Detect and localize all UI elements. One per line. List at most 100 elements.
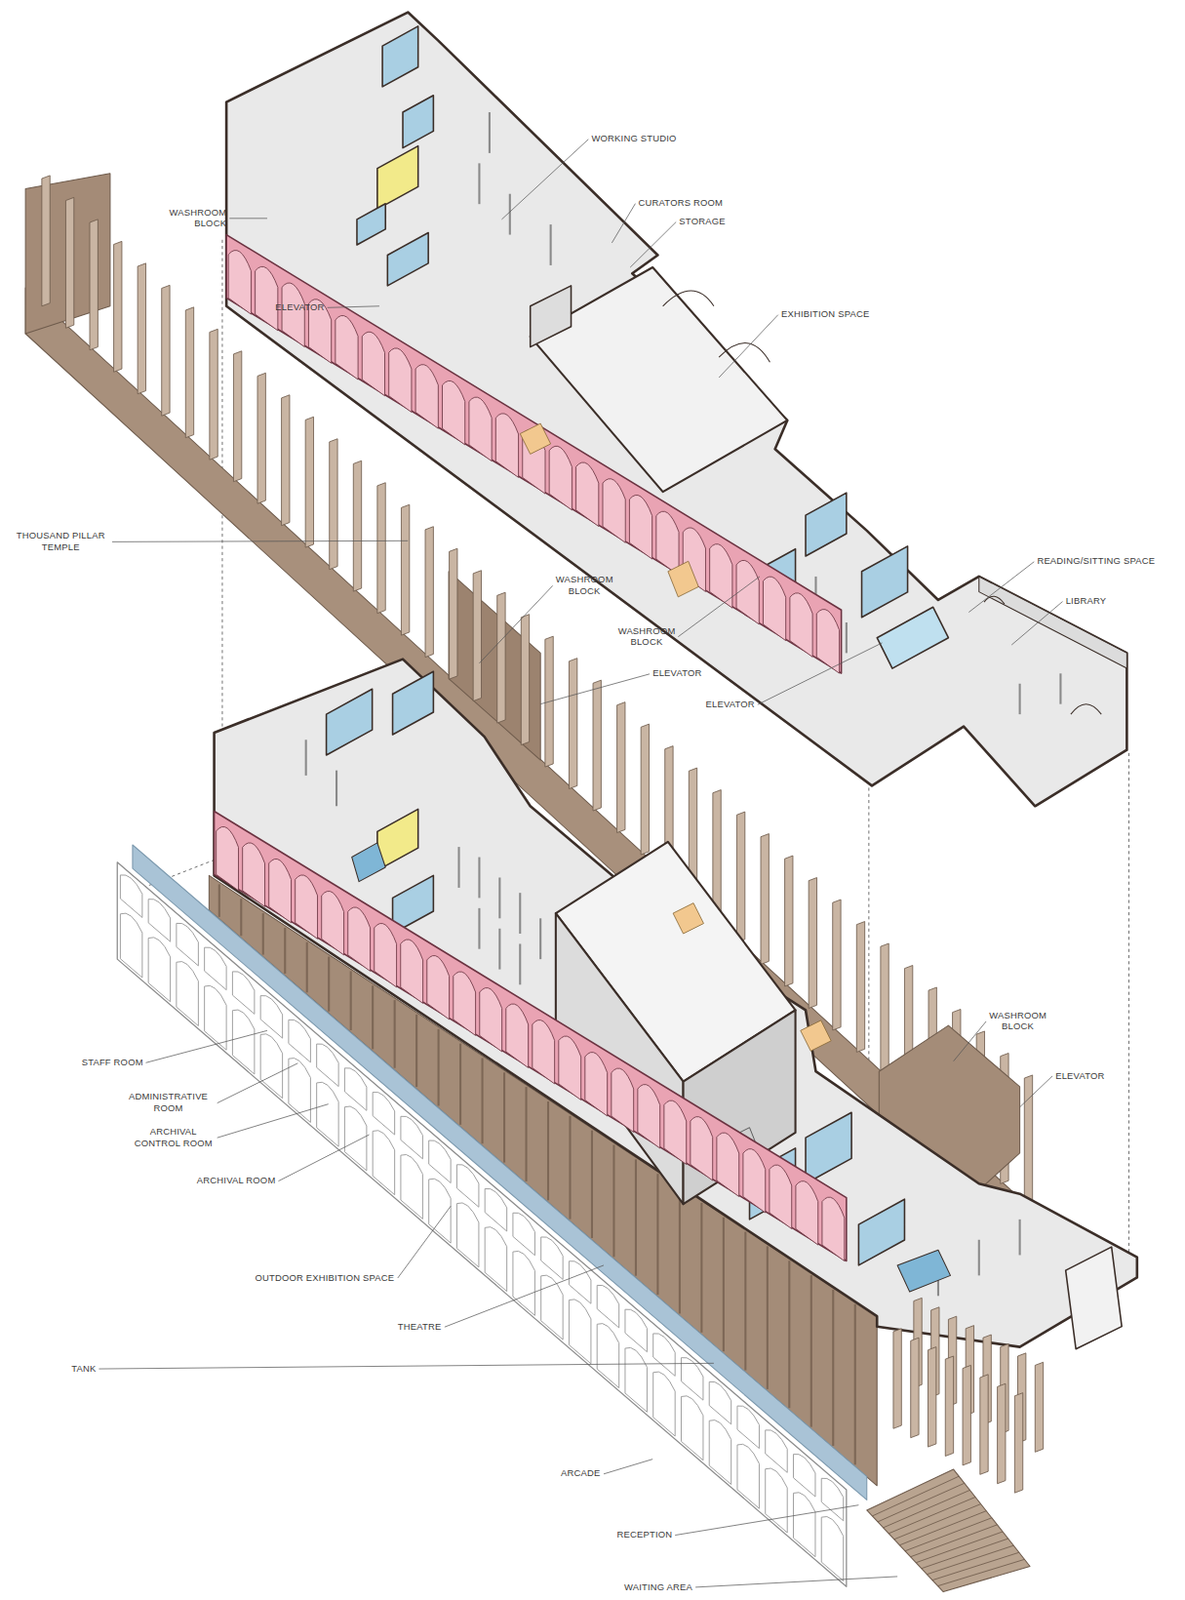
stair-step bbox=[932, 1551, 1020, 1580]
leader-line bbox=[217, 1104, 329, 1139]
arcade-arch bbox=[204, 947, 227, 990]
leader-line bbox=[677, 576, 760, 637]
leader-line bbox=[98, 1362, 713, 1369]
ground-arch-band-arch bbox=[690, 1116, 713, 1181]
upper-arch-band-arch bbox=[576, 462, 599, 527]
plinth-pier bbox=[481, 1057, 484, 1144]
ground-arch-band-arch bbox=[321, 890, 345, 954]
temple-pillar bbox=[808, 877, 817, 1009]
callout-label: WAITING AREA bbox=[624, 1580, 693, 1593]
arcade-arch bbox=[176, 922, 198, 966]
leader-line bbox=[217, 1063, 299, 1104]
column bbox=[550, 224, 553, 266]
arcade-arch bbox=[372, 1130, 395, 1195]
column bbox=[518, 943, 521, 985]
leader-line bbox=[718, 315, 779, 378]
plinth-pier bbox=[283, 927, 286, 974]
temple-pillar bbox=[1034, 1361, 1043, 1452]
ground-arch-band-arch bbox=[216, 826, 239, 890]
ground-arch-band-arch bbox=[716, 1132, 740, 1196]
plinth-pier bbox=[568, 1115, 571, 1220]
arcade-arch bbox=[260, 1033, 282, 1099]
temple-pillar bbox=[161, 284, 170, 416]
column bbox=[335, 770, 338, 807]
upper-arch-band-arch bbox=[415, 364, 438, 430]
stair-step bbox=[894, 1503, 982, 1540]
washroom bbox=[805, 1111, 852, 1184]
temple-pillar bbox=[41, 175, 50, 307]
upper-arch-band-arch bbox=[736, 559, 759, 625]
callout-label: RECEPTION bbox=[617, 1529, 673, 1541]
column bbox=[457, 846, 460, 888]
plinth-pier bbox=[700, 1202, 703, 1333]
temple-pillar bbox=[927, 1346, 936, 1447]
leader-line bbox=[757, 642, 883, 705]
upper-arch-band-arch bbox=[762, 576, 786, 641]
column bbox=[488, 112, 491, 154]
column bbox=[498, 928, 501, 970]
temple-pillar bbox=[640, 723, 649, 855]
tank bbox=[132, 844, 868, 1500]
arcade-arch bbox=[625, 1308, 647, 1352]
callout-label: LIBRARY bbox=[1066, 595, 1107, 608]
room bbox=[1066, 1246, 1123, 1349]
temple-pillar bbox=[233, 351, 241, 482]
stair bbox=[867, 1468, 1030, 1592]
leader-line bbox=[229, 217, 268, 219]
upper-arch-band-arch bbox=[255, 266, 278, 331]
temple-pillar bbox=[209, 328, 218, 460]
arcade-arch bbox=[204, 985, 227, 1050]
temple-pillar bbox=[257, 372, 266, 504]
column bbox=[498, 876, 501, 918]
column bbox=[305, 739, 308, 776]
temple-pillar bbox=[137, 263, 146, 395]
temple-pillar bbox=[114, 240, 122, 372]
upper-arch-band-arch bbox=[816, 609, 839, 674]
washroom bbox=[876, 606, 948, 669]
callout-label: OUTDOOR EXHIBITION SPACE bbox=[254, 1271, 395, 1284]
temple-pillar bbox=[910, 1337, 919, 1437]
arcade-arch bbox=[400, 1115, 423, 1159]
upper-arch-band bbox=[226, 235, 841, 674]
callout-label: ARCHIVAL ROOM bbox=[197, 1175, 277, 1187]
arcade-arch bbox=[568, 1299, 591, 1364]
column bbox=[1019, 1219, 1022, 1256]
column bbox=[1059, 672, 1062, 704]
stair-step bbox=[905, 1517, 992, 1551]
temple-pillar bbox=[832, 899, 841, 1030]
arcade-arch bbox=[541, 1236, 563, 1280]
temple-pillar bbox=[945, 1355, 953, 1456]
callout-label: ELEVATOR bbox=[1055, 1069, 1105, 1082]
callout-label: WASHROOM BLOCK bbox=[618, 625, 676, 648]
projection-line bbox=[1128, 752, 1130, 1256]
wall-arch bbox=[984, 595, 1102, 714]
ground-arch-band-arch bbox=[769, 1164, 792, 1228]
plinth-pier bbox=[459, 1043, 462, 1125]
ground-arch-band-arch bbox=[506, 1003, 529, 1067]
plinth-pier bbox=[722, 1217, 725, 1351]
plinth-pier bbox=[437, 1028, 440, 1106]
arcade-arch bbox=[429, 1140, 451, 1184]
leader-line bbox=[444, 1264, 604, 1327]
arcade-arch bbox=[484, 1226, 507, 1292]
arcade-arch bbox=[821, 1477, 843, 1521]
upper-arch-band-arch bbox=[710, 544, 733, 609]
ground-arch-band-arch bbox=[532, 1019, 555, 1083]
temple-pillar bbox=[400, 504, 409, 635]
temple-pillar bbox=[736, 811, 745, 943]
arcade-arch bbox=[316, 1081, 339, 1146]
arcade-arch bbox=[456, 1202, 478, 1267]
arcade-wall bbox=[117, 862, 847, 1586]
washroom bbox=[387, 232, 429, 285]
temple-pillar bbox=[65, 197, 74, 328]
plinth-pier bbox=[218, 883, 221, 916]
arcade-arch bbox=[344, 1066, 366, 1110]
column bbox=[477, 162, 480, 204]
leader-line bbox=[397, 1205, 451, 1278]
upper-arch-band-arch bbox=[549, 445, 572, 511]
leader-line bbox=[630, 221, 676, 268]
leader-line bbox=[674, 1504, 859, 1536]
plinth-pier bbox=[327, 956, 330, 1012]
plinth-pier bbox=[262, 912, 265, 955]
upper-arch-band-arch bbox=[442, 380, 466, 445]
